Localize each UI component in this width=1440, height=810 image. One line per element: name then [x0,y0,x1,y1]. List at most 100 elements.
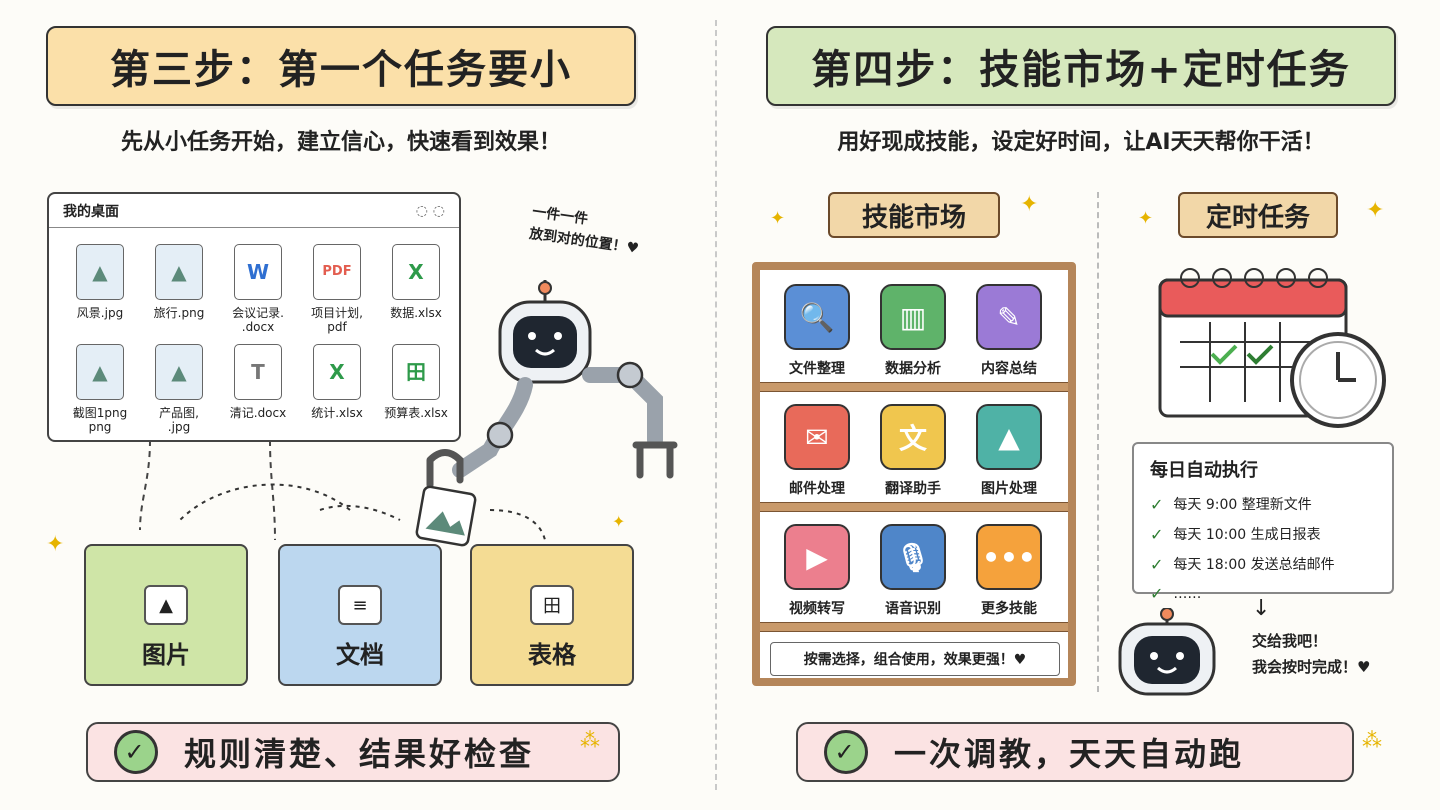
sparkle-icon: ✦ [46,532,65,557]
file-name: 预算表.xlsx [384,406,448,420]
skill-label: 语音识别 [885,601,941,617]
skill-label: 文件整理 [789,361,845,377]
calendar-clock-illustration [1158,268,1386,428]
right-subtitle: 用好现成技能，设定好时间，让AI天天帮你干活！ [837,130,1325,155]
desktop-file[interactable]: 田预算表.xlsx [377,344,455,420]
check-icon: ✓ [1150,554,1164,574]
translate-icon: 文 [880,404,946,470]
folder-label: 图片 [142,641,190,669]
check-icon: ✓ [1150,524,1164,544]
image-icon: ▲ [144,585,188,625]
image-icon: ▲ [976,404,1042,470]
desktop-window: 我的桌面 ◌ ◌ ▲ 风景.jpg ▲ 旅行.png W 会议记录. .docx PDF 项目… [47,192,461,442]
task-row: ✓ 每天 18:00 发送总结邮件 [1150,554,1376,574]
window-titlebar: 我的桌面 ◌ ◌ [49,194,459,228]
skill-label: 更多技能 [981,601,1037,617]
center-divider [715,20,717,790]
left-footer-pill: ✓ 规则清楚、结果好检查 [86,722,620,782]
file-name: 数据.xlsx [390,306,442,320]
desktop-file[interactable]: X 数据.xlsx [377,244,455,320]
desktop-file[interactable]: W 会议记录. .docx [219,244,297,334]
word-icon: W [234,244,282,300]
task-list: ✓每天 9:00 整理新文件✓每天 10:00 生成日报表✓每天 18:00 发… [1150,494,1376,604]
folder-2[interactable]: ≡ 文档 [278,544,442,686]
desktop-file[interactable]: X 统计.xlsx [298,344,376,420]
folder-label: 表格 [528,641,576,669]
desktop-file[interactable]: ▲ 风景.jpg [61,244,139,320]
desktop-file[interactable]: ▲ 产品图, .jpg [140,344,218,434]
sparkle-icon: ✦ [1020,192,1039,217]
document-icon: ≡ [338,585,382,625]
task-text: …… [1173,585,1202,602]
file-name: 产品图, .jpg [159,406,199,434]
skill-item[interactable]: 文翻译助手 [868,404,958,498]
video-icon: ▶ [784,524,850,590]
right-inner-divider [1097,192,1099,692]
window-title: 我的桌面 [63,203,119,220]
desktop-file[interactable]: ▲ 旅行.png [140,244,218,320]
task-row: ✓每天 9:00 整理新文件 [1150,494,1376,514]
robot-note-left: 一件一件 放到对的位置！♥ [528,204,640,258]
file-name: 项目计划, pdf [311,306,363,334]
left-subtitle: 先从小任务开始，建立信心，快速看到效果！ [120,130,561,155]
skill-item[interactable]: 🎙 语音识别 [868,524,958,618]
window-controls[interactable]: ◌ ◌ [415,202,445,219]
burst-icon: ⁂ [580,728,600,752]
skill-label: 翻译助手 [885,481,941,497]
image-icon: ▲ [76,244,124,300]
pdf-icon: PDF [313,244,361,300]
burst-icon: ⁂ [1362,728,1382,752]
sheet-icon: 田 [392,344,440,400]
skill-grid: 🔍文件整理▥数据分析✎内容总结 ✉ 邮件处理 文翻译助手 ▲ 图片处理 ▶视频转写 🎙 语音识别… [760,270,1068,678]
file-name: 会议记录. .docx [232,306,284,334]
skill-label: 数据分析 [885,361,941,377]
check-circle-icon: ✓ [824,730,868,774]
excel-icon: X [392,244,440,300]
folder-1[interactable]: ▲ 图片 [84,544,248,686]
robot-head-illustration [1118,608,1216,696]
task-row: ✓…… [1150,584,1376,603]
image-icon: ▲ [155,344,203,400]
sparkle-icon: ✦ [770,208,786,229]
file-name: 旅行.png [153,306,205,320]
file-name: 截图1png png [72,406,128,434]
skill-shelf: 🔍文件整理▥数据分析✎内容总结 ✉ 邮件处理 文翻译助手 ▲ 图片处理 ▶视频转写 🎙 语音识别… [752,262,1076,686]
mail-icon: ✉ [784,404,850,470]
daily-task-box: 每日自动执行 ✓每天 9:00 整理新文件✓每天 10:00 生成日报表✓每天 … [1132,442,1394,603]
file-name: 风景.jpg [76,306,124,320]
schedule-sign: 定时任务 [1178,192,1338,238]
excel-icon: X [313,344,361,400]
microphone-icon: 🎙 [880,524,946,590]
sparkle-icon: ✦ [1366,198,1385,223]
task-text: 每天 18:00 发送总结邮件 [1173,557,1335,573]
left-title: 第三步：第一个任务要小 [46,26,636,106]
right-footer-text: 一次调教，天天自动跑 [894,735,1245,773]
skill-item[interactable]: ✎内容总结 [964,284,1054,378]
check-circle-icon: ✓ [114,730,158,774]
file-name: 统计.xlsx [311,406,363,420]
skill-item[interactable]: ••• 更多技能 [964,524,1054,618]
skill-item[interactable]: ▥数据分析 [868,284,958,378]
image-icon: ▲ [155,244,203,300]
task-box-title: 每日自动执行 [1150,460,1258,481]
skill-item[interactable]: ✉ 邮件处理 [772,404,862,498]
skill-label: 邮件处理 [789,481,845,497]
right-footer-pill: ✓ 一次调教，天天自动跑 [796,722,1354,782]
right-title: 第四步：技能市场+定时任务 [766,26,1396,106]
sparkle-icon: ✦ [1138,208,1154,229]
skill-market-sign: 技能市场 [828,192,1000,238]
folder-3[interactable]: 田表格 [470,544,634,686]
task-row: ✓每天 10:00 生成日报表 [1150,524,1376,544]
skill-item[interactable]: ▲ 图片处理 [964,404,1054,498]
skill-item[interactable]: 🔍文件整理 [772,284,862,378]
skill-label: 图片处理 [981,481,1037,497]
left-footer-text: 规则清楚、结果好检查 [184,735,535,773]
skill-item[interactable]: ▶视频转写 [772,524,862,618]
desktop-file[interactable]: ▲截图1png png [61,344,139,434]
more-icon: ••• [976,524,1042,590]
sparkle-icon: ✦ [612,512,626,531]
folder-label: 文档 [336,641,384,669]
desktop-file[interactable]: PDF 项目计划, pdf [298,244,376,334]
